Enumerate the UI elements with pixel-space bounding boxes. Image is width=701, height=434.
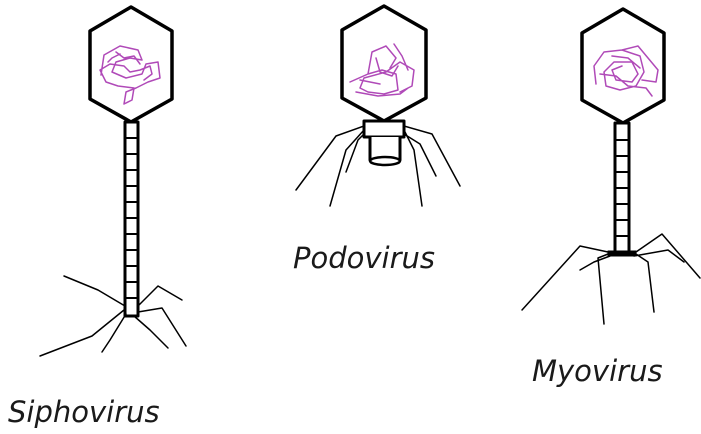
- siphovirus-tail-fibers: [40, 276, 186, 356]
- siphovirus-genome: [100, 46, 160, 104]
- myovirus-label: Myovirus: [532, 357, 663, 386]
- siphovirus-phage: [40, 7, 186, 356]
- podovirus-genome: [350, 44, 414, 96]
- myovirus-baseplate: [608, 251, 636, 256]
- podovirus-label: Podovirus: [293, 244, 435, 273]
- myovirus-genome: [594, 46, 658, 96]
- podovirus-baseplate: [370, 157, 400, 165]
- podovirus-collar: [364, 121, 404, 137]
- siphovirus-label: Siphovirus: [8, 398, 160, 427]
- myovirus-tail-fibers: [522, 234, 700, 324]
- myovirus-phage: [522, 9, 700, 324]
- podovirus-phage: [296, 6, 460, 206]
- podovirus-capsid: [342, 6, 426, 121]
